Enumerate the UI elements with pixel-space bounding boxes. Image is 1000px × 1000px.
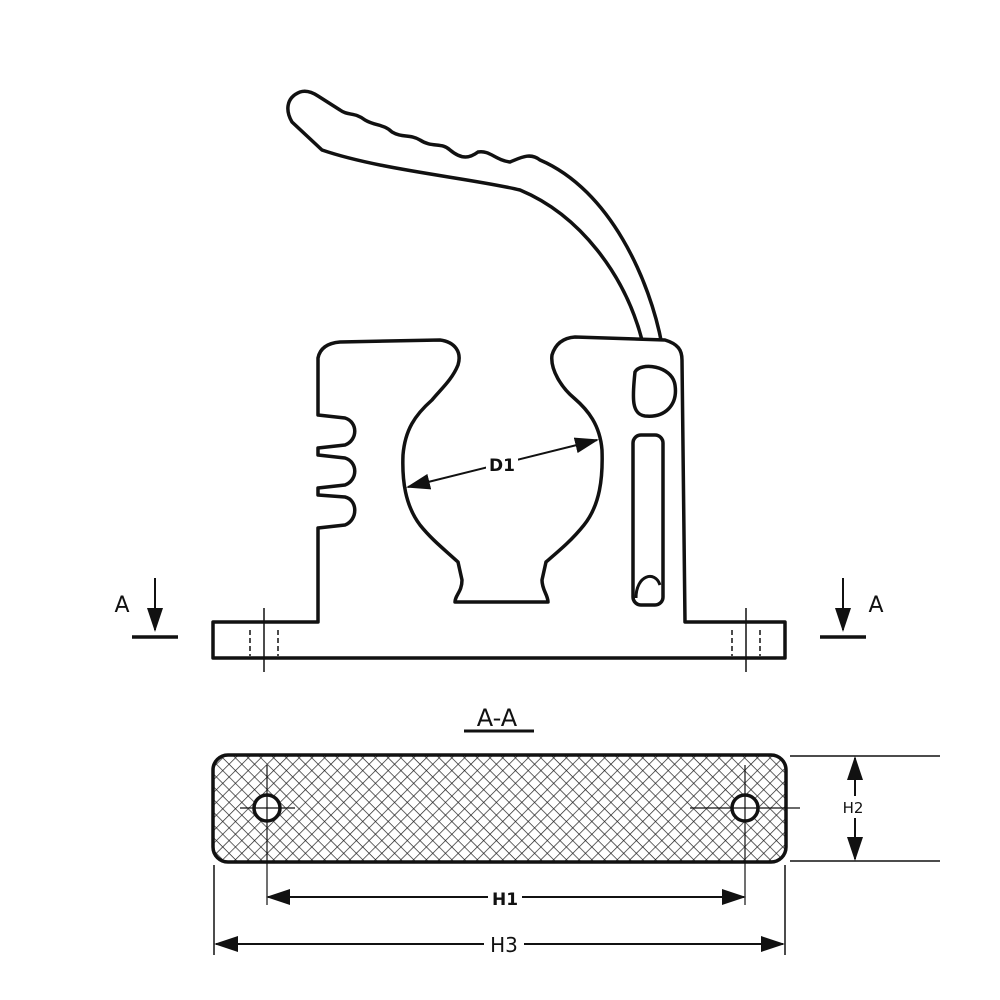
h1-label: H1 [492, 890, 518, 910]
h2-label: H2 [843, 799, 864, 817]
lever-loop [631, 364, 678, 418]
svg-text:A: A [114, 593, 129, 618]
lever-handle [286, 89, 664, 347]
clamp-body [211, 335, 787, 660]
section-marker-left: A [114, 578, 178, 639]
d1-label: D1 [489, 456, 515, 476]
svg-text:A: A [868, 593, 883, 618]
section-title: A-A [477, 704, 518, 732]
mount-hole-hidden-lines [249, 608, 761, 672]
lever-tip [634, 574, 662, 599]
hole-centerlines [240, 765, 800, 905]
h3-label: H3 [490, 933, 518, 957]
lever-slot [631, 433, 665, 607]
section-marker-right: A [820, 578, 884, 639]
